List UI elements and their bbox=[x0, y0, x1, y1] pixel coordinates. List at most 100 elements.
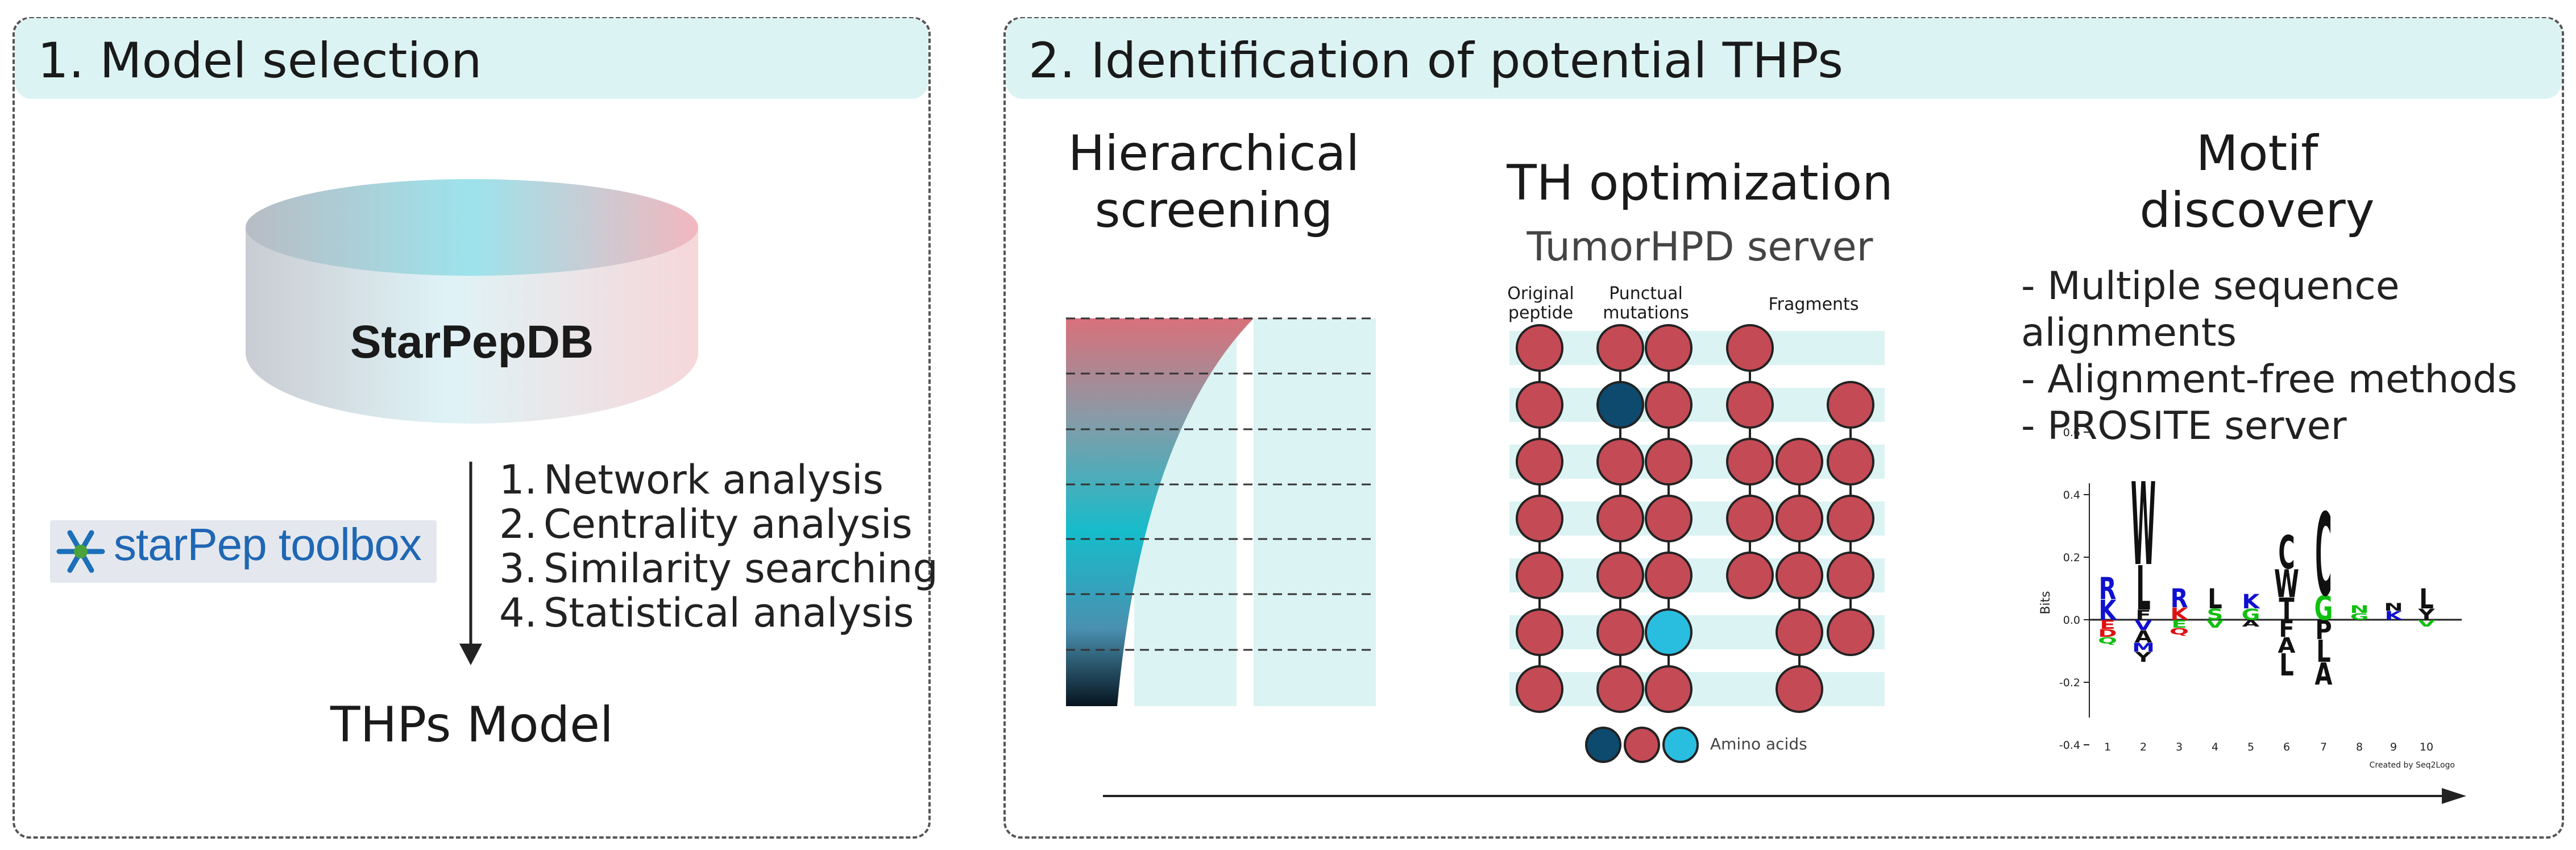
legend-circle bbox=[1585, 727, 1621, 763]
amino-acid-circle bbox=[1596, 438, 1644, 486]
logo-letter-glyph: F bbox=[2279, 616, 2294, 642]
logo-letter-glyph: E bbox=[2171, 618, 2187, 631]
logo-letter-glyph: L bbox=[2136, 553, 2150, 624]
logo-ytick-label: -0.4 bbox=[2059, 739, 2080, 752]
logo-letter-glyph: N bbox=[2350, 603, 2368, 616]
logo-letter-glyph: K bbox=[2384, 608, 2403, 623]
logo-letter-glyph: L bbox=[2316, 634, 2330, 669]
logo-ytick-label: 0.4 bbox=[2063, 489, 2080, 501]
amino-acid-circle bbox=[1645, 324, 1693, 372]
logo-letter-glyph: R bbox=[2099, 571, 2117, 607]
amino-acid-circle bbox=[1827, 608, 1874, 656]
method-item: alignments bbox=[2021, 310, 2237, 355]
legend-circle bbox=[1662, 727, 1699, 763]
logo-letter-glyph: L bbox=[2208, 584, 2222, 615]
amino-acid-circle bbox=[1726, 324, 1774, 372]
logo-xtick-label: 7 bbox=[2320, 741, 2327, 753]
logo-letter-glyph: Q bbox=[2170, 627, 2189, 637]
panel1-title: 1. Model selection bbox=[38, 32, 482, 89]
amino-acid-circle bbox=[1596, 552, 1644, 599]
logo-letter-glyph: C bbox=[2278, 526, 2295, 579]
punctual-mutations-label: Punctual mutations bbox=[1603, 284, 1689, 323]
amino-acid-circle bbox=[1726, 495, 1774, 542]
logo-letter-glyph: A bbox=[2315, 657, 2333, 692]
amino-acid-circle bbox=[1596, 324, 1644, 372]
legend-circle bbox=[1624, 727, 1660, 763]
logo-letter-glyph: Y bbox=[2134, 649, 2152, 665]
logo-letter-glyph: L bbox=[2419, 584, 2433, 615]
logo-xtick-label: 2 bbox=[2140, 741, 2147, 753]
logo-letter-glyph: S bbox=[2207, 606, 2224, 624]
logo-letter-glyph: G bbox=[2242, 606, 2260, 624]
logo-letter-glyph: A bbox=[2135, 627, 2152, 646]
amino-acid-circle bbox=[1726, 552, 1774, 599]
logo-letter-glyph: A bbox=[2242, 619, 2260, 629]
logo-xtick-label: 9 bbox=[2390, 741, 2397, 753]
logo-ytick-label: 0.2 bbox=[2063, 552, 2080, 564]
amino-acid-circle bbox=[1596, 495, 1644, 542]
logo-xtick-label: 1 bbox=[2104, 741, 2111, 753]
amino-acid-circle bbox=[1726, 438, 1774, 486]
logo-credit: Created by Seq2Logo bbox=[2370, 761, 2455, 770]
amino-acid-circle bbox=[1645, 552, 1693, 599]
logo-letter-glyph: W bbox=[2274, 562, 2299, 606]
amino-acid-circle bbox=[1516, 552, 1563, 599]
screening-title: Hierarchical screening bbox=[1068, 125, 1360, 239]
panel2-title: 2. Identification of potential THPs bbox=[1028, 32, 1844, 89]
logo-ylabel: Bits bbox=[2039, 591, 2053, 614]
step-item: 1.Network analysis bbox=[499, 457, 883, 503]
amino-acid-circle bbox=[1776, 608, 1823, 656]
amino-acid-circle bbox=[1827, 381, 1874, 429]
amino-acid-circle bbox=[1516, 438, 1563, 486]
logo-letter-glyph: R bbox=[2171, 584, 2188, 614]
amino-acid-circle bbox=[1776, 495, 1823, 542]
database-label: StarPepDB bbox=[350, 316, 594, 368]
logo-xtick-label: 10 bbox=[2420, 741, 2433, 753]
logo-letter-glyph: F bbox=[2135, 607, 2151, 623]
method-item: - Multiple sequence bbox=[2021, 264, 2400, 309]
tumorhpd-server-label: TumorHPD server bbox=[1526, 223, 1873, 270]
logo-letter-glyph: G bbox=[2350, 612, 2369, 622]
amino-acid-circle bbox=[1516, 608, 1563, 656]
logo-letter-glyph: K bbox=[2242, 590, 2261, 613]
amino-acid-circle bbox=[1516, 665, 1563, 713]
grid-band bbox=[1509, 388, 1885, 422]
motif-methods-list: - Multiple sequence alignments - Alignme… bbox=[2021, 263, 2517, 450]
amino-acid-circle bbox=[1776, 438, 1823, 486]
logo-xtick-label: 8 bbox=[2356, 741, 2363, 753]
amino-acid-circle bbox=[1596, 608, 1644, 656]
amino-acid-circle bbox=[1516, 381, 1563, 429]
logo-letter-glyph: A bbox=[2278, 633, 2296, 658]
fragments-label: Fragments bbox=[1768, 295, 1859, 314]
logo-ytick-label: -0.2 bbox=[2059, 677, 2080, 689]
amino-acid-circle bbox=[1596, 381, 1644, 429]
logo-letter-glyph: G bbox=[2314, 588, 2333, 628]
logo-letter-glyph: V bbox=[2418, 619, 2436, 629]
logo-letter-glyph: P bbox=[2315, 616, 2332, 646]
amino-acid-circle bbox=[1827, 495, 1874, 542]
step-item: 4.Statistical analysis bbox=[499, 590, 914, 636]
amino-acid-circle bbox=[1645, 608, 1693, 656]
amino-acid-circle bbox=[1726, 381, 1774, 429]
grid-band bbox=[1509, 331, 1885, 365]
logo-letter-glyph: E bbox=[2100, 617, 2115, 632]
logo-letter-glyph: T bbox=[2279, 592, 2294, 627]
amino-acid-circle bbox=[1645, 665, 1693, 713]
logo-ytick-label: 0.6 bbox=[2063, 426, 2080, 439]
logo-letter-glyph: C bbox=[2315, 490, 2332, 623]
amino-acid-circle bbox=[1645, 438, 1693, 486]
analysis-steps-list: 1.Network analysis 2.Centrality analysis… bbox=[499, 458, 938, 635]
logo-letter-glyph: W bbox=[2131, 459, 2156, 592]
toolbox-logo-text: starPep toolbox bbox=[114, 519, 422, 570]
step-item: 2.Centrality analysis bbox=[499, 501, 912, 548]
logo-letter-glyph: L bbox=[2279, 648, 2293, 683]
model-selection-header: 1. Model selection bbox=[15, 18, 928, 99]
motif-discovery-title: Motif discovery bbox=[2139, 125, 2375, 239]
logo-letter-glyph: V bbox=[2206, 618, 2224, 631]
logo-ytick-label: 0.0 bbox=[2063, 614, 2080, 627]
method-item: - PROSITE server bbox=[2021, 404, 2347, 449]
